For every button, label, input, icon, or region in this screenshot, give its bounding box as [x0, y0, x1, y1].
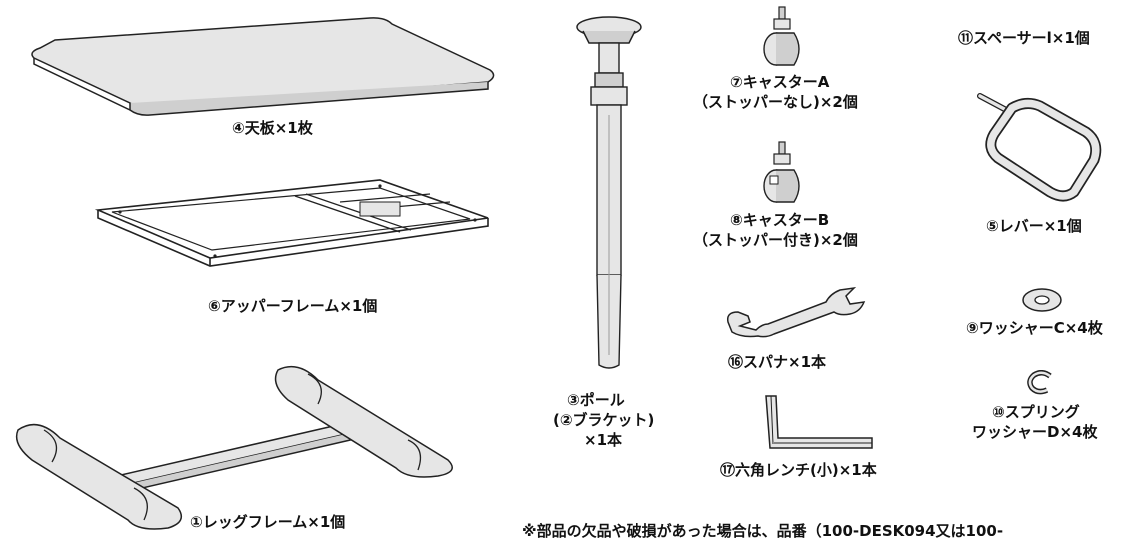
- tabletop-illustration: [31, 17, 495, 116]
- hex-wrench-label: ⑰六角レンチ(小)×1本: [720, 461, 877, 479]
- leg-frame-illustration: [15, 365, 453, 530]
- lever-illustration: [977, 93, 1102, 202]
- spring-washer-illustration: [1027, 370, 1052, 395]
- spanner-label: ⑯スパナ×1本: [728, 353, 827, 371]
- lever-label: ⑤レバー×1個: [986, 217, 1082, 235]
- washer-c-illustration: [1022, 288, 1062, 312]
- missing-parts-note: ※部品の欠品や破損があった場合は、品番（100-DESK094又は100-: [522, 522, 1004, 540]
- caster-a-illustration: [763, 6, 800, 66]
- pole-label-line-1: ③ポール: [567, 391, 625, 409]
- washer-c-label: ⑨ワッシャーC×4枚: [966, 319, 1103, 337]
- leg-frame-label: ①レッグフレーム×1個: [190, 513, 346, 531]
- spanner-illustration: [726, 286, 866, 338]
- spring-washer-label-line-2: ワッシャーD×4枚: [972, 423, 1098, 441]
- pole-label-line-3: ×1本: [584, 431, 623, 449]
- caster-b-label-line-2: （ストッパー付き)×2個: [693, 231, 858, 249]
- hex-wrench-illustration: [765, 395, 873, 449]
- upper-frame-label: ⑥アッパーフレーム×1個: [208, 297, 378, 315]
- spacer-label: ⑪スペーサーl×1個: [958, 29, 1090, 47]
- caster-b-illustration: [763, 141, 800, 203]
- caster-a-label-line-2: （ストッパーなし)×2個: [693, 93, 858, 111]
- caster-b-label-line-1: ⑧キャスターB: [730, 211, 830, 229]
- pole-illustration: [576, 16, 642, 369]
- tabletop-label: ④天板×1枚: [232, 119, 313, 137]
- upper-frame-illustration: [94, 179, 489, 267]
- spring-washer-label-line-1: ⑩スプリング: [992, 403, 1080, 421]
- pole-label-line-2: (②ブラケット): [553, 411, 655, 429]
- caster-a-label-line-1: ⑦キャスターA: [730, 73, 830, 91]
